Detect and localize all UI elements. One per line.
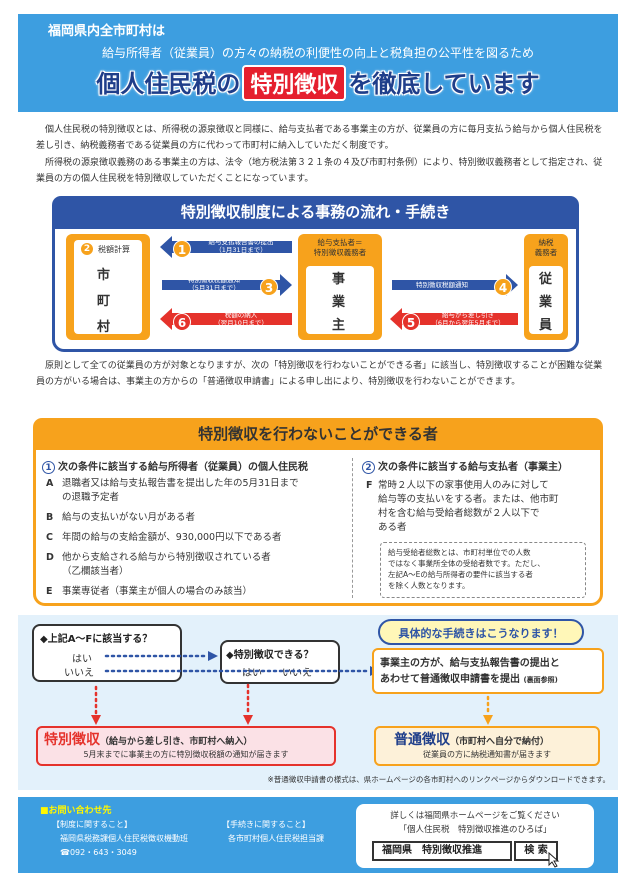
flow-arrows-left (160, 236, 292, 330)
website-line-1: 詳しくは福岡県ホームページをご覧ください (390, 811, 560, 821)
municipality-char-1: 市 (97, 268, 111, 283)
arrow-3-text: 特別徴収税額通知 （5月31日まで） (188, 276, 240, 292)
middle-paragraph: 原則として全ての従業員の方が対象となりますが、次の「特別徴収を行わないことができ… (36, 361, 603, 387)
search-button[interactable]: 検 索 (514, 841, 558, 861)
note-box (380, 542, 586, 598)
procedure-org: 各市町村個人住民税担当課 (228, 834, 324, 843)
employee-char-1: 従 (539, 272, 553, 287)
arrow-6-text: 税額の納入 （翌月10日まで） (214, 311, 268, 327)
step-5-badge: 5 (402, 313, 420, 331)
search-input[interactable]: 福岡県 特別徴収推進 (372, 841, 512, 861)
condition-1-text: 次の条件に該当する給与所得者（従業員）の個人住民税 (58, 462, 308, 473)
title-post: を徹底しています (348, 70, 540, 98)
bubble (378, 619, 584, 645)
header-main-title: 個人住民税の特別徴収を徹底しています (18, 64, 618, 101)
arrow-1-text: 給与支払報告書の提出 （1月31日まで） (208, 238, 274, 254)
employee-char-2: 業 (539, 295, 553, 310)
employer-label: 給与支払者＝ 特別徴収義務者 (313, 238, 367, 257)
question-1-box (32, 624, 182, 682)
special-title: 特別徴収（給与から差し引き、市町村へ納入） (44, 732, 253, 748)
question-1-yes: はい (72, 654, 92, 665)
exception-title: 特別徴収を行わないことができる者 (33, 418, 603, 450)
question-2-no: いいえ (282, 668, 312, 679)
note-line-2: ではなく事業所全体の受給者数です。ただし、 (388, 559, 545, 568)
item-f-line-2: 給与等の支払いをする者。または、他市町 (378, 494, 559, 505)
intro-paragraph-2: 所得税の源泉徴収義務のある事業主の方は、法令（地方税法第３２１条の４及び市町村条… (36, 158, 603, 184)
question-1-no: いいえ (64, 668, 94, 679)
note-line-4: を除く人数となります。 (388, 581, 470, 590)
cursor-icon (548, 852, 560, 868)
taxpayer-label: 納税 義務者 (534, 238, 558, 257)
contact-title: ■お問い合わせ先 (40, 806, 112, 816)
procedure-label: 【手続きに関すること】 (222, 820, 310, 829)
employer-char-3: 主 (332, 318, 346, 333)
item-f-line-1: 常時２人以下の家事使用人のみに対して (378, 480, 549, 491)
bubble-text: 具体的な手続きはこうなります！ (398, 627, 564, 640)
special-collection-box (36, 726, 336, 766)
note-line-3: 左記A〜Eの給与所得者の要件に該当する者 (388, 570, 533, 579)
footnote: ※普通徴収申請書の様式は、県ホームページの各市町村へのリンクページからダウンロー… (267, 775, 610, 784)
employee-box (524, 234, 568, 340)
item-f-line-4: ある者 (378, 522, 407, 533)
tax-calc-label: 税額計算 (98, 245, 130, 254)
normal-collection-box (374, 726, 600, 766)
note-line-1: 給与受給者総数とは、市町村単位での人数 (388, 548, 531, 557)
arrow-5-text: 給与から差し引き （6月から翌年5月まで） (431, 311, 505, 327)
condition-1-number: 1 (42, 461, 55, 474)
system-tel: ☎092・643・3049 (60, 848, 137, 857)
procedure-box (372, 648, 604, 694)
normal-title: 普通徴収（市町村へ自分で納付） (394, 732, 550, 748)
step-3-badge: 3 (260, 278, 278, 296)
intro-paragraph-1: 個人住民税の特別徴収とは、所得税の源泉徴収と同様に、給与支払者である事業主の方が… (36, 125, 603, 151)
employer-box (298, 234, 382, 340)
title-highlight: 特別徴収 (242, 65, 347, 101)
step-6-badge: 6 (173, 313, 191, 331)
step-1-badge: 1 (173, 240, 191, 258)
item-a-line-2: の退職予定者 (62, 492, 120, 503)
employer-char-1: 事 (332, 272, 346, 287)
website-line-2: 「個人住民税 特別徴収推進のひろば」 (398, 825, 552, 835)
system-label: 【制度に関すること】 (52, 820, 132, 829)
title-pre: 個人住民税の (96, 70, 241, 98)
item-f-key: F (366, 480, 373, 491)
header-banner: 福岡県内全市町村は 給与所得者（従業員）の方々の納税の利便性の向上と税負担の公平… (18, 14, 618, 112)
question-2-yes: はい (242, 668, 262, 679)
system-org: 福岡県税務課個人住民税徴収機動班 (60, 834, 188, 843)
normal-note: 従業員の方に納税通知書が届きます (423, 750, 551, 759)
employer-char-2: 業 (332, 295, 346, 310)
municipality-char-2: 町 (97, 294, 111, 309)
condition-2-number: 2 (362, 461, 375, 474)
flow-arrows-right (390, 274, 518, 330)
special-note: 5月末までに事業主の方に特別徴収税額の通知が届きます (83, 750, 289, 759)
header-subtitle: 給与所得者（従業員）の方々の納税の利便性の向上と税負担の公平性を図るため (101, 46, 534, 60)
header-top-text: 福岡県内全市町村は (48, 24, 166, 39)
item-d-line-2: （乙欄該当者） (62, 566, 129, 577)
procedure-line-2: あわせて普通徴収申請書を提出 (裏面参照) (380, 674, 558, 685)
question-2-text: ◆特別徴収できる？ (226, 650, 314, 661)
procedure-line-1: 事業主の方が、給与支払報告書の提出と (380, 658, 560, 669)
question-2-box (220, 640, 340, 684)
question-1-text: ◆上記A〜Fに該当する？ (40, 634, 153, 645)
column-divider (352, 458, 353, 598)
municipality-char-3: 村 (97, 320, 111, 335)
item-f-line-3: 村を含む給与受給者総数が２人以下で (378, 508, 540, 519)
arrow-4-text: 特別徴収税額通知 (416, 281, 468, 289)
step-2-badge: 2 (80, 242, 94, 256)
flow-title: 特別徴収制度による事務の流れ・手続き (52, 196, 579, 229)
condition-2-text: 次の条件に該当する給与支払者（事業主） (378, 462, 568, 473)
step-4-badge: 4 (494, 278, 512, 296)
employee-char-3: 員 (539, 318, 553, 333)
